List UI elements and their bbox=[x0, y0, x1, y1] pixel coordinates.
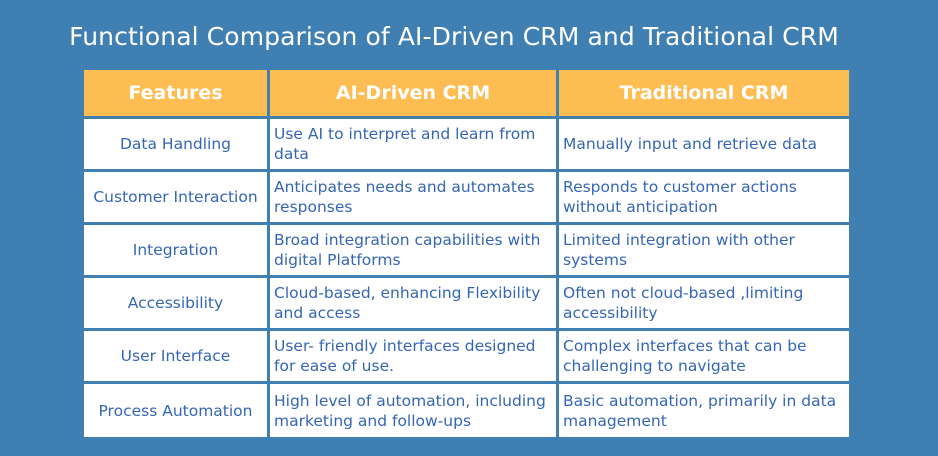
table-row: Accessibility Cloud-based, enhancing Fle… bbox=[84, 278, 849, 331]
traditional-crm-cell: Responds to customer actions without ant… bbox=[559, 172, 849, 225]
table-row: Integration Broad integration capabiliti… bbox=[84, 225, 849, 278]
traditional-crm-cell: Basic automation, primarily in data mana… bbox=[559, 384, 849, 437]
ai-crm-cell: Anticipates needs and automates response… bbox=[270, 172, 559, 225]
header-features: Features bbox=[84, 70, 270, 119]
feature-cell: Process Automation bbox=[84, 384, 270, 437]
ai-crm-cell: Cloud-based, enhancing Flexibility and a… bbox=[270, 278, 559, 331]
feature-cell: Accessibility bbox=[84, 278, 270, 331]
header-traditional-crm: Traditional CRM bbox=[559, 70, 849, 119]
traditional-crm-cell: Often not cloud-based ,limiting accessib… bbox=[559, 278, 849, 331]
feature-cell: Customer Interaction bbox=[84, 172, 270, 225]
traditional-crm-cell: Complex interfaces that can be challengi… bbox=[559, 331, 849, 384]
page-title: Functional Comparison of AI-Driven CRM a… bbox=[69, 22, 839, 51]
traditional-crm-cell: Manually input and retrieve data bbox=[559, 119, 849, 172]
ai-crm-cell: Broad integration capabilities with digi… bbox=[270, 225, 559, 278]
feature-cell: Data Handling bbox=[84, 119, 270, 172]
header-ai-driven-crm: AI-Driven CRM bbox=[270, 70, 559, 119]
ai-crm-cell: Use AI to interpret and learn from data bbox=[270, 119, 559, 172]
comparison-table: Features AI-Driven CRM Traditional CRM D… bbox=[84, 70, 849, 437]
feature-cell: User Interface bbox=[84, 331, 270, 384]
table-row: Process Automation High level of automat… bbox=[84, 384, 849, 437]
ai-crm-cell: High level of automation, including mark… bbox=[270, 384, 559, 437]
table-row: User Interface User- friendly interfaces… bbox=[84, 331, 849, 384]
table-row: Customer Interaction Anticipates needs a… bbox=[84, 172, 849, 225]
table-row: Data Handling Use AI to interpret and le… bbox=[84, 119, 849, 172]
feature-cell: Integration bbox=[84, 225, 270, 278]
ai-crm-cell: User- friendly interfaces designed for e… bbox=[270, 331, 559, 384]
traditional-crm-cell: Limited integration with other systems bbox=[559, 225, 849, 278]
header-row: Features AI-Driven CRM Traditional CRM bbox=[84, 70, 849, 119]
